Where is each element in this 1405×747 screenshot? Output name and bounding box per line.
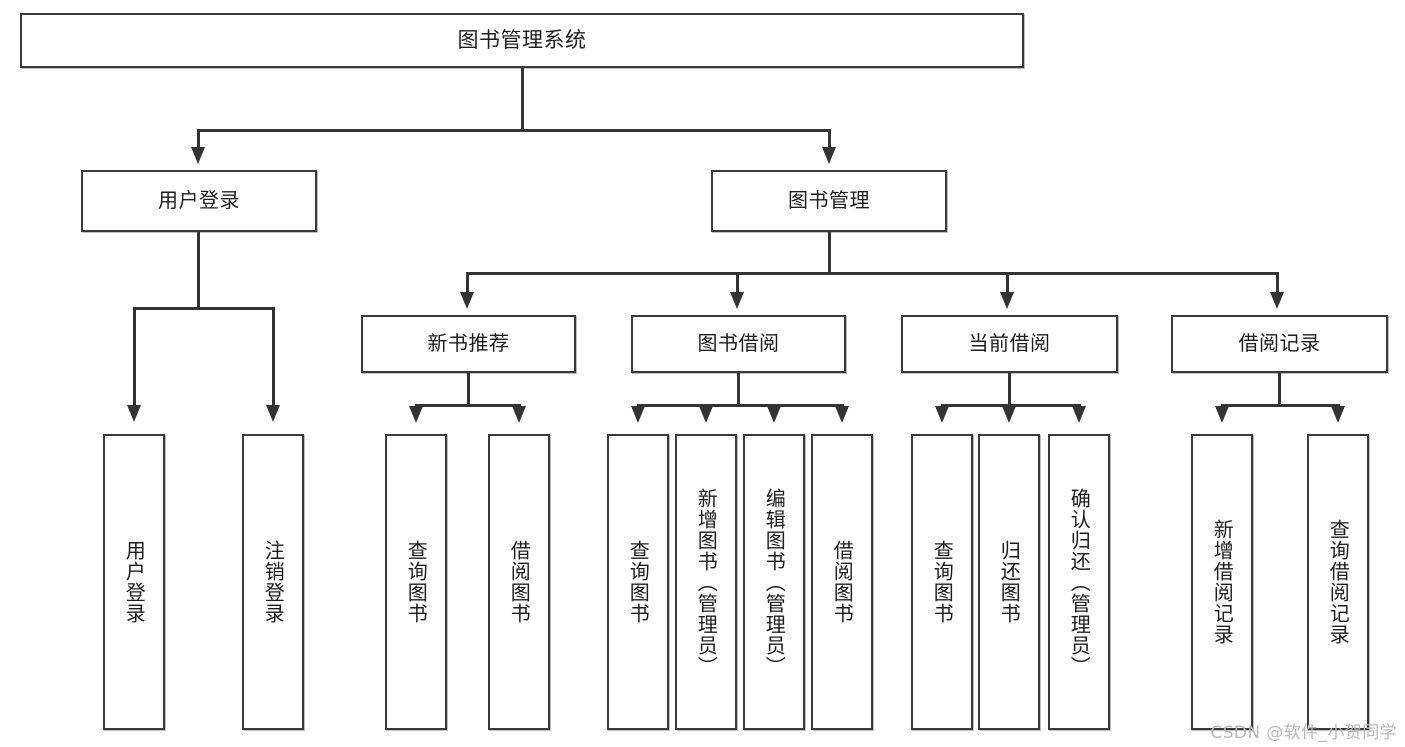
connector-user-login-stem	[197, 232, 200, 309]
connector-new-book-bus	[415, 404, 521, 407]
node-label: 查询图书	[930, 540, 955, 624]
arrowhead-current-borrow-leaf-3	[1072, 406, 1086, 423]
arrowhead-new-book-leaf-2	[512, 406, 526, 423]
connector-current-borrow-bus	[941, 404, 1081, 407]
node-book-manage[interactable]: 图书管理	[711, 170, 947, 232]
node-user-login[interactable]: 用户登录	[81, 170, 317, 232]
node-label: 当前借阅	[968, 331, 1051, 356]
node-label: 用户登录	[122, 540, 147, 624]
leaf-current-borrow-return[interactable]: 归还图书	[978, 434, 1040, 730]
node-label: 新增图书（管理员）	[694, 487, 719, 677]
connector-new-book-stem	[467, 373, 470, 406]
leaf-new-book-query[interactable]: 查询图书	[385, 434, 447, 730]
connector-borrow-record-stem	[1278, 373, 1281, 406]
node-label: 新增借阅记录	[1210, 519, 1235, 645]
connector-book-manage-drop-1	[466, 272, 469, 294]
node-new-book-recommend[interactable]: 新书推荐	[361, 315, 576, 373]
node-label: 图书管理系统	[457, 28, 587, 53]
connector-root-drop-2	[828, 129, 831, 149]
node-label: 注销登录	[261, 540, 286, 624]
arrowhead-user-login-leaf-1	[127, 405, 141, 422]
leaf-book-borrow-edit[interactable]: 编辑图书（管理员）	[743, 434, 805, 730]
node-label: 查询图书	[626, 540, 651, 624]
connector-book-manage-stem	[828, 232, 831, 274]
leaf-current-borrow-confirm-return[interactable]: 确认归还（管理员）	[1048, 434, 1110, 730]
node-borrow-record[interactable]: 借阅记录	[1171, 315, 1388, 373]
connector-book-manage-drop-2	[736, 272, 739, 294]
leaf-user-login-logout[interactable]: 注销登录	[242, 434, 304, 730]
node-label: 用户登录	[158, 188, 240, 213]
node-label: 借阅记录	[1238, 331, 1321, 356]
leaf-new-book-borrow[interactable]: 借阅图书	[488, 434, 550, 730]
arrowhead-to-book-manage	[822, 147, 836, 164]
leaf-borrow-record-add[interactable]: 新增借阅记录	[1191, 434, 1253, 730]
connector-current-borrow-stem	[1008, 373, 1011, 406]
connector-book-manage-bus	[466, 272, 1278, 275]
connector-root-drop-1	[197, 129, 200, 149]
arrowhead-current-borrow-leaf-1	[935, 406, 949, 423]
connector-book-manage-drop-3	[1006, 272, 1009, 294]
arrowhead-to-user-login	[191, 147, 205, 164]
node-label: 归还图书	[997, 540, 1022, 624]
arrowhead-user-login-leaf-2	[266, 405, 280, 422]
leaf-current-borrow-query[interactable]: 查询图书	[911, 434, 973, 730]
connector-borrow-record-bus	[1221, 404, 1340, 407]
connector-root-stem	[521, 68, 524, 130]
arrowhead-book-borrow-leaf-1	[631, 406, 645, 423]
node-root-system[interactable]: 图书管理系统	[20, 13, 1024, 68]
node-label: 借阅图书	[507, 540, 532, 624]
node-book-borrow[interactable]: 图书借阅	[631, 315, 846, 373]
arrowhead-borrow-record-leaf-2	[1331, 406, 1345, 423]
arrowhead-to-current-borrow	[1000, 292, 1014, 309]
arrowhead-current-borrow-leaf-2	[1002, 406, 1016, 423]
node-label: 借阅图书	[830, 540, 855, 624]
arrowhead-book-borrow-leaf-4	[835, 406, 849, 423]
connector-root-bus	[197, 129, 830, 132]
arrowhead-to-borrow-record	[1270, 292, 1284, 309]
node-label: 编辑图书（管理员）	[762, 487, 787, 677]
leaf-book-borrow-query[interactable]: 查询图书	[607, 434, 669, 730]
leaf-book-borrow-add[interactable]: 新增图书（管理员）	[675, 434, 737, 730]
connector-user-login-drop-2	[272, 307, 275, 407]
arrowhead-book-borrow-leaf-2	[699, 406, 713, 423]
node-label: 新书推荐	[427, 331, 510, 356]
connector-book-borrow-bus	[637, 404, 843, 407]
arrowhead-to-book-borrow	[730, 292, 744, 309]
csdn-watermark: CSDN @软件_小贺同学	[1210, 723, 1397, 743]
node-label: 查询图书	[404, 540, 429, 624]
connector-book-borrow-stem	[737, 373, 740, 406]
node-label: 确认归还（管理员）	[1067, 487, 1092, 677]
connector-user-login-bus	[133, 307, 275, 310]
leaf-book-borrow-borrow[interactable]: 借阅图书	[811, 434, 873, 730]
arrowhead-new-book-leaf-1	[409, 406, 423, 423]
node-current-borrow[interactable]: 当前借阅	[901, 315, 1118, 373]
connector-user-login-drop-1	[133, 307, 136, 407]
leaf-user-login-login[interactable]: 用户登录	[103, 434, 165, 730]
arrowhead-to-new-book-recommend	[460, 292, 474, 309]
arrowhead-book-borrow-leaf-3	[767, 406, 781, 423]
arrowhead-borrow-record-leaf-1	[1215, 406, 1229, 423]
node-label: 查询借阅记录	[1326, 519, 1351, 645]
node-label: 图书管理	[788, 188, 870, 213]
node-label: 图书借阅	[697, 331, 780, 356]
connector-book-manage-drop-4	[1276, 272, 1279, 294]
leaf-borrow-record-query[interactable]: 查询借阅记录	[1307, 434, 1369, 730]
